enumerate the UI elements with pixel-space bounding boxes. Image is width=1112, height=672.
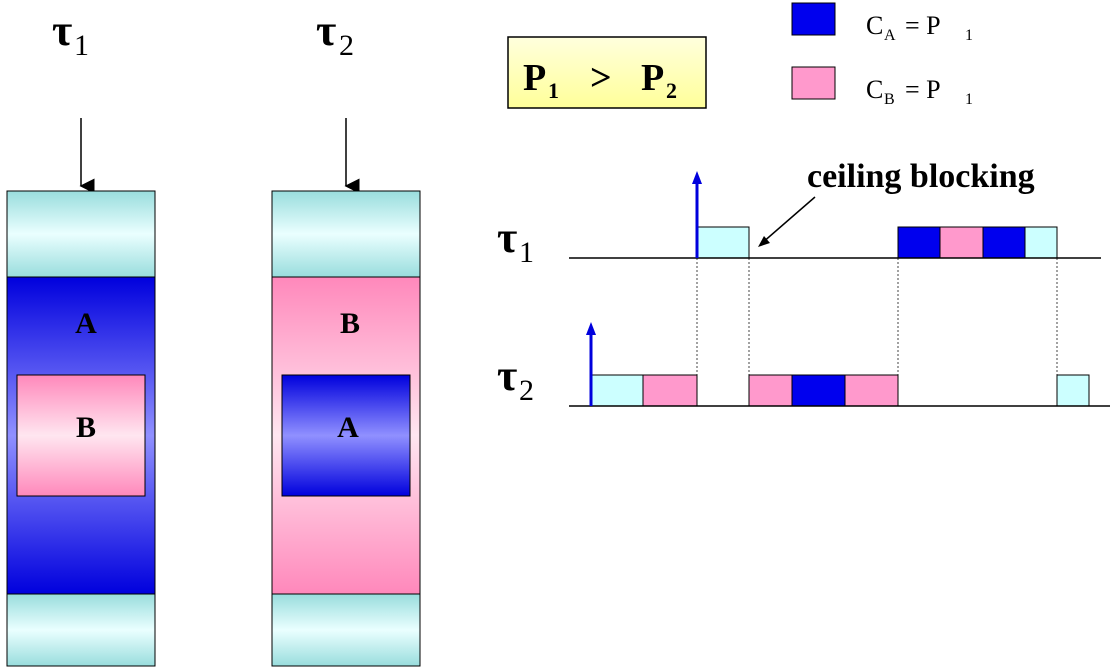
t1-block-cyan xyxy=(696,226,750,259)
timeline-guides xyxy=(696,258,1058,375)
t1-release-arrowhead xyxy=(692,171,702,184)
t2-block-cyan xyxy=(590,374,644,407)
task1-title-sub: 1 xyxy=(74,29,89,62)
t1-block-a xyxy=(982,226,1026,259)
task2-outer-label: B xyxy=(340,307,360,340)
ceiling-blocking-label: ceiling blocking xyxy=(807,158,1035,195)
legend-a-eq: = P xyxy=(905,11,941,40)
task1-bottom-section xyxy=(6,593,156,667)
ceiling-blocking-pointer xyxy=(761,196,816,244)
task1-top-section xyxy=(6,190,156,278)
t2-block-cyan xyxy=(1056,374,1090,407)
timeline-row2-label-sub: 2 xyxy=(519,374,534,407)
t2-block-b xyxy=(748,374,793,407)
legend-a-c: C xyxy=(866,11,883,40)
timeline-row1-label: τ xyxy=(497,213,517,262)
t1-block-a xyxy=(897,226,941,259)
task1-outer-label: A xyxy=(75,307,97,340)
t1-block-cyan xyxy=(1024,226,1058,259)
legend-swatch-a xyxy=(791,2,836,36)
task1-inner-label: B xyxy=(76,411,96,444)
task1-column: τ 1 A B xyxy=(6,6,156,667)
priority-p2-sub: 2 xyxy=(666,78,677,103)
timeline-row2-label: τ xyxy=(497,351,517,400)
legend: C A = P 1 C B = P 1 xyxy=(791,2,973,108)
t2-block-b xyxy=(844,374,899,407)
priority-p1: P xyxy=(523,57,546,99)
legend-swatch-b xyxy=(791,66,836,100)
legend-a-p-sub: 1 xyxy=(965,27,973,44)
t2-release-arrowhead xyxy=(586,322,596,335)
priority-p1-sub: 1 xyxy=(548,78,559,103)
priority-box-bg xyxy=(507,36,707,109)
task2-inner-label: A xyxy=(337,411,359,444)
t2-block-b xyxy=(642,374,698,407)
priority-p2: P xyxy=(641,57,664,99)
legend-b-c-sub: B xyxy=(884,91,895,108)
task2-bottom-section xyxy=(271,593,421,667)
legend-b-p-sub: 1 xyxy=(965,91,973,108)
timeline: τ 1 τ 2 ceiling blocking xyxy=(497,158,1110,407)
t2-block-a xyxy=(791,374,846,407)
legend-b-eq: = P xyxy=(905,75,941,104)
t1-block-b xyxy=(939,226,984,259)
task1-nested-section-b xyxy=(16,374,146,497)
legend-a-c-sub: A xyxy=(884,27,896,44)
task2-title: τ xyxy=(316,6,336,55)
task1-title: τ xyxy=(52,6,72,55)
task2-nested-section-a xyxy=(281,374,411,497)
timeline-row1-label-sub: 1 xyxy=(519,236,534,269)
task2-top-section xyxy=(271,190,421,278)
priority-operator: > xyxy=(590,57,612,99)
legend-b-c: C xyxy=(866,75,883,104)
task2-title-sub: 2 xyxy=(339,29,354,62)
task2-column: τ 2 B A xyxy=(271,6,421,667)
priority-box: P 1 > P 2 xyxy=(507,36,707,109)
ceiling-blocking-pointer-head xyxy=(758,236,770,247)
